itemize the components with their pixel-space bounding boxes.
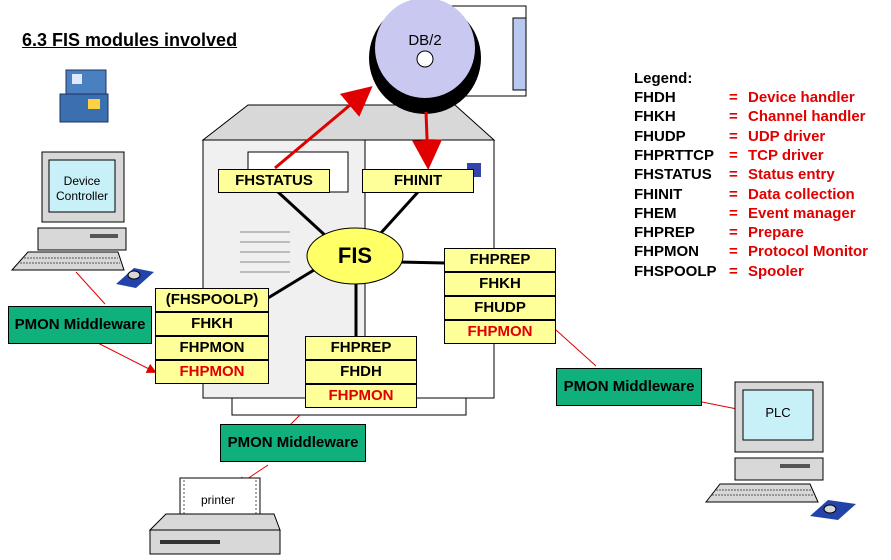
database-disk — [369, 0, 527, 114]
bottom-module-pmon: FHPMON — [305, 384, 417, 408]
legend-description: Status entry — [748, 166, 835, 184]
legend-abbr: FHEM — [634, 204, 677, 222]
middleware-bottom: PMON Middleware — [220, 424, 366, 462]
legend-equals: = — [729, 146, 738, 164]
legend-description: Spooler — [748, 262, 804, 280]
database-label: DB/2 — [408, 32, 442, 49]
plc-label: PLC — [765, 405, 791, 420]
printer-device — [148, 477, 281, 555]
middleware-left: PMON Middleware — [8, 306, 152, 344]
legend-description: UDP driver — [748, 127, 826, 145]
hub-connectors — [267, 190, 446, 336]
right-module-prep: FHPREP — [444, 248, 556, 272]
status-to-db-arrow — [274, 86, 373, 170]
left-module-pmon: FHPMON — [155, 336, 269, 360]
legend-abbr: FHPRTTCP — [634, 146, 714, 164]
legend-equals: = — [729, 127, 738, 145]
fis-label: FIS — [337, 243, 373, 268]
fhstatus-box: FHSTATUS — [218, 169, 330, 193]
right-module-kh: FHKH — [444, 272, 556, 296]
legend-abbr: FHDH — [634, 89, 676, 106]
right-module-pmon: FHPMON — [444, 320, 556, 344]
scanner-icon — [59, 69, 109, 123]
device-controller-computer — [10, 151, 154, 288]
device-controller-label: Device Controller — [55, 174, 109, 203]
legend-equals: = — [729, 89, 738, 106]
plc-computer — [704, 381, 856, 520]
legend-equals: = — [729, 185, 738, 203]
legend-equals: = — [729, 108, 738, 126]
left-module-spoolp: (FHSPOOLP) — [155, 288, 269, 312]
left-module-pmon-active: FHPMON — [155, 360, 269, 384]
legend-description: Prepare — [748, 224, 804, 242]
right-module-udp: FHUDP — [444, 296, 556, 320]
fhinit-box: FHINIT — [362, 169, 474, 193]
legend-abbr: FHINIT — [634, 185, 683, 203]
legend-title: Legend: — [634, 70, 693, 87]
fis-hub — [306, 227, 404, 285]
legend-description: Data collection — [748, 185, 855, 203]
legend-abbr: FHSPOOLP — [634, 262, 717, 280]
legend-abbr: FHKH — [634, 108, 676, 126]
legend-description: Event manager — [748, 204, 856, 222]
legend-abbr: FHPREP — [634, 224, 695, 242]
legend-equals: = — [729, 166, 738, 184]
legend-description: Channel handler — [748, 108, 866, 126]
legend-abbr: FHUDP — [634, 127, 686, 145]
legend-equals: = — [729, 204, 738, 222]
legend-abbr: FHSTATUS — [634, 166, 712, 184]
bottom-module-dh: FHDH — [305, 360, 417, 384]
db-to-init-arrow — [412, 111, 443, 170]
legend-abbr: FHPMON — [634, 243, 699, 261]
legend-equals: = — [729, 262, 738, 280]
legend-equals: = — [729, 224, 738, 242]
bottom-module-prep: FHPREP — [305, 336, 417, 360]
legend-equals: = — [729, 243, 738, 261]
left-module-kh: FHKH — [155, 312, 269, 336]
printer-label: printer — [200, 493, 235, 507]
legend-description: Device handler — [748, 89, 855, 106]
page-title: 6.3 FIS modules involved — [22, 30, 238, 50]
legend-description: Protocol Monitor — [748, 243, 868, 261]
middleware-right: PMON Middleware — [556, 368, 702, 406]
legend-description: TCP driver — [748, 146, 824, 164]
